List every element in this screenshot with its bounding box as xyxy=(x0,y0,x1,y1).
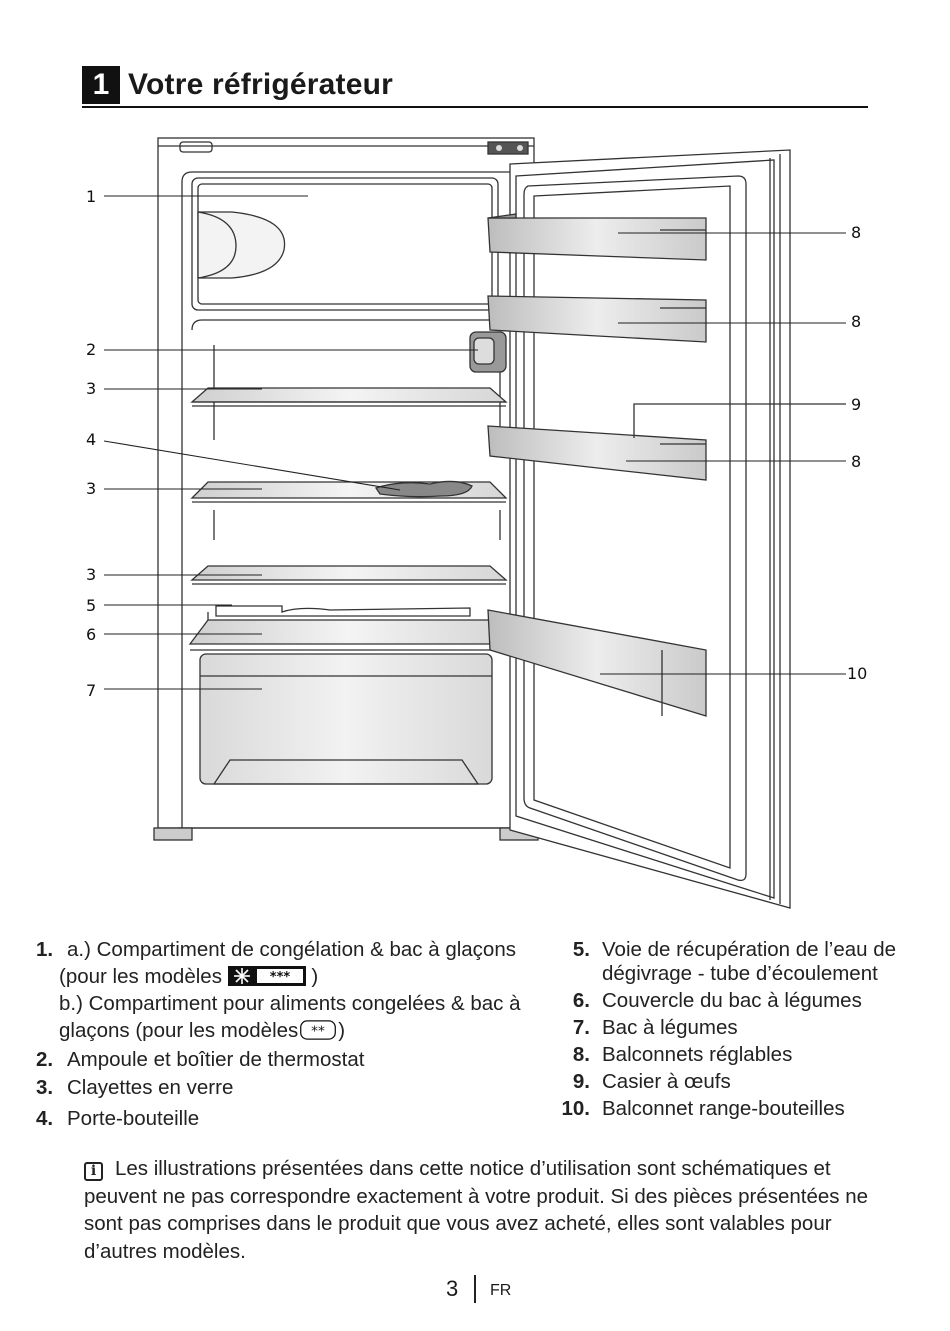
legend-text: Couvercle du bac à légumes xyxy=(602,989,862,1012)
callout-9: 9 xyxy=(851,395,862,414)
refrigerator-illustration xyxy=(103,137,846,909)
callout-8: 8 xyxy=(851,223,862,242)
legend-item-10: 10. Balconnet range-bouteilles xyxy=(556,1095,936,1122)
section-heading: 1 Votre réfrigérateur xyxy=(82,66,868,108)
callout-5: 5 xyxy=(86,596,97,615)
section-title: Votre réfrigérateur xyxy=(128,68,393,101)
callout-3: 3 xyxy=(86,479,97,498)
callout-6: 6 xyxy=(86,625,97,644)
section-number: 1 xyxy=(82,66,120,104)
legend-text: Porte-bouteille xyxy=(67,1107,200,1130)
legend-item-5: 5. Voie de récupération de l’eau de dégi… xyxy=(556,936,936,987)
language-code: FR xyxy=(490,1282,512,1299)
legend-item-4: 4. Porte-bouteille xyxy=(36,1105,546,1132)
legend-text: b.) Compartiment pour aliments congelées… xyxy=(59,992,521,1015)
legend-item-7: 7. Bac à légumes xyxy=(556,1014,936,1041)
legend-text: Balconnets réglables xyxy=(602,1043,793,1066)
callout-4: 4 xyxy=(86,430,97,449)
legend-text: ) xyxy=(338,1019,346,1042)
legend-item-1-line: (pour les modèles *** ) xyxy=(36,963,546,990)
legend-text: Casier à œufs xyxy=(602,1070,731,1093)
callout-8: 8 xyxy=(851,312,862,331)
info-icon: i xyxy=(84,1162,103,1181)
callout-10: 10 xyxy=(847,664,868,683)
legend-number: 8. xyxy=(572,1043,590,1066)
legend-left-column: 1. a.) Compartiment de congélation & bac … xyxy=(36,936,546,1132)
page-number: 3 xyxy=(446,1276,459,1301)
legend-text: Ampoule et boîtier de thermostat xyxy=(67,1048,365,1071)
legend-item-9: 9. Casier à œufs xyxy=(556,1068,936,1095)
callout-3: 3 xyxy=(86,379,97,398)
legend-item-1-line: b.) Compartiment pour aliments congelées… xyxy=(36,990,546,1017)
page-footer: 3 FR xyxy=(0,1275,950,1305)
legend-text: (pour les modèles xyxy=(59,965,222,988)
legend-item-1-line: glaçons (pour les modèles ** ) xyxy=(36,1017,546,1044)
legend-item-2: 2. Ampoule et boîtier de thermostat xyxy=(36,1046,546,1073)
legend-number: 7. xyxy=(572,1016,590,1039)
info-note-text: Les illustrations présentées dans cette … xyxy=(84,1157,869,1263)
legend-text: Voie de récupération de l’eau de xyxy=(602,938,897,961)
legend-number: 2. xyxy=(36,1048,54,1071)
legend-item-6: 6. Couvercle du bac à légumes xyxy=(556,987,936,1014)
legend-text: Clayettes en verre xyxy=(67,1076,234,1099)
refrigerator-diagram: 1 2 3 4 3 3 5 6 7 8 8 9 8 10 xyxy=(0,120,950,920)
callout-7: 7 xyxy=(86,681,97,700)
legend-right-column: 5. Voie de récupération de l’eau de dégi… xyxy=(556,936,936,1122)
legend-text: ) xyxy=(311,965,319,988)
legend-item-8: 8. Balconnets réglables xyxy=(556,1041,936,1068)
callout-3: 3 xyxy=(86,565,97,584)
legend-text: dégivrage - tube d’écoulement xyxy=(602,962,878,985)
footer-divider xyxy=(474,1275,476,1303)
legend-text: Balconnet range-bouteilles xyxy=(602,1097,845,1120)
callout-1: 1 xyxy=(86,187,97,206)
svg-text:**: ** xyxy=(311,1023,325,1039)
legend-number: 3. xyxy=(36,1076,54,1099)
callout-8: 8 xyxy=(851,452,862,471)
legend-number: 6. xyxy=(572,989,590,1012)
legend-text: glaçons (pour les modèles xyxy=(59,1019,299,1042)
legend-number: 9. xyxy=(572,1070,590,1093)
legend-number: 4. xyxy=(36,1107,54,1130)
svg-text:***: *** xyxy=(269,970,290,985)
legend-text: a.) Compartiment de congélation & bac à … xyxy=(67,938,516,961)
callout-2: 2 xyxy=(86,340,97,359)
two-star-freezer-icon: ** xyxy=(300,1020,337,1040)
legend-number: 10. xyxy=(561,1097,591,1120)
legend-number: 5. xyxy=(572,938,590,961)
legend-text: Bac à légumes xyxy=(602,1016,738,1039)
legend-number: 1. xyxy=(36,938,54,961)
legend-item-1: 1. a.) Compartiment de congélation & bac … xyxy=(36,936,546,963)
four-star-freezer-icon: *** xyxy=(227,966,306,986)
legend-item-3: 3. Clayettes en verre xyxy=(36,1074,546,1101)
